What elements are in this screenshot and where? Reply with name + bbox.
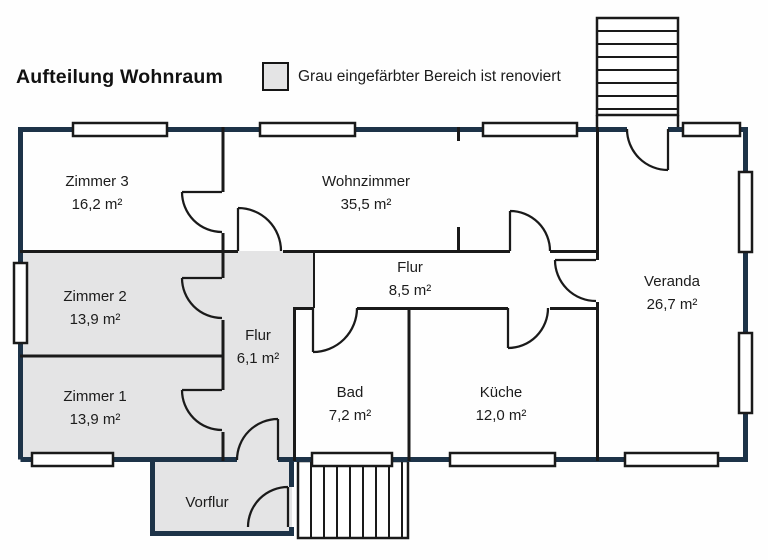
window-wohnzimmer-top-2	[481, 121, 579, 138]
door-flur-vorflur	[235, 417, 280, 461]
room-name: Zimmer 2	[63, 288, 127, 305]
door-zimmer2	[180, 276, 223, 320]
door-wohnzimmer-ost	[508, 209, 552, 252]
window-zimmer3-top	[71, 121, 169, 138]
legend-label: Grau eingefärbter Bereich ist renoviert	[298, 67, 561, 85]
room-area: 6,1 m²	[236, 350, 280, 367]
room-area: 13,9 m²	[69, 311, 121, 328]
room-label-zimmer-2: Zimmer 2 13,9 m²	[63, 285, 126, 331]
room-name: Bad	[336, 384, 364, 401]
stairs-bottom	[296, 459, 410, 540]
room-area: 26,7 m²	[646, 296, 698, 313]
stairs-bottom-outline	[296, 459, 410, 540]
room-label-flur-klein: Flur 6,1 m²	[237, 324, 280, 370]
door-veranda-eingang	[625, 128, 670, 172]
room-label-kueche: Küche 12,0 m²	[476, 381, 527, 427]
window-wohnzimmer-top-1	[258, 121, 357, 138]
door-zimmer3	[180, 190, 223, 234]
room-name: Vorflur	[185, 494, 229, 511]
renovated-flur-upper	[223, 251, 314, 308]
door-bad	[311, 307, 359, 354]
room-label-zimmer-1: Zimmer 1 13,9 m²	[63, 385, 126, 431]
stairs-bottom-landing	[310, 451, 394, 468]
window-zimmer2-left	[12, 261, 29, 345]
room-label-flur-gross: Flur 8,5 m²	[389, 256, 432, 302]
door-veranda-flur	[553, 258, 597, 303]
renovated-flur-lower	[223, 308, 294, 461]
window-veranda-right-2	[737, 331, 754, 415]
window-veranda-bottom	[623, 451, 720, 468]
room-label-vorflur: Vorflur	[185, 491, 228, 514]
room-label-wohnzimmer: Wohnzimmer 35,5 m²	[322, 170, 410, 216]
door-kueche	[506, 307, 550, 350]
room-name: Zimmer 3	[65, 173, 129, 190]
inner-wall-segments	[20, 127, 599, 461]
outer-wall-vorflur	[150, 457, 294, 536]
room-name: Flur	[245, 327, 271, 344]
room-area: 13,9 m²	[69, 411, 121, 428]
room-area: 8,5 m²	[388, 282, 432, 299]
legend: Grau eingefärbter Bereich ist renoviert	[262, 62, 561, 91]
room-area: 16,2 m²	[71, 196, 123, 213]
door-zimmer1	[180, 388, 223, 432]
room-label-zimmer-3: Zimmer 3 16,2 m²	[65, 170, 128, 216]
stairs-top-outline	[595, 16, 680, 117]
stairs-bottom-steps	[310, 461, 403, 538]
room-label-veranda: Veranda 26,7 m²	[644, 270, 700, 316]
doors	[180, 128, 670, 528]
room-name: Küche	[479, 384, 523, 401]
window-kueche-bottom	[448, 451, 557, 468]
legend-renovated-swatch	[262, 62, 289, 91]
stairs-top	[595, 16, 680, 128]
room-area: 7,2 m²	[328, 407, 372, 424]
room-name: Veranda	[644, 273, 700, 290]
inner-walls	[20, 127, 599, 461]
room-name: Zimmer 1	[63, 388, 127, 405]
stairs-top-steps	[597, 30, 678, 110]
room-name: Flur	[397, 259, 423, 276]
page-title: Aufteilung Wohnraum	[16, 66, 224, 88]
room-area: 12,0 m²	[475, 407, 527, 424]
window-veranda-right-1	[737, 170, 754, 254]
door-vorflur-eingang	[246, 485, 290, 528]
windows	[12, 121, 754, 468]
room-name: Wohnzimmer	[321, 173, 411, 190]
door-wohnzimmer-west	[236, 206, 283, 252]
room-area: 35,5 m²	[340, 196, 392, 213]
window-zimmer1-bottom	[30, 451, 115, 468]
room-label-bad: Bad 7,2 m²	[329, 381, 372, 427]
window-veranda-top	[681, 121, 742, 138]
stairs-top-rails	[595, 115, 680, 128]
renovated-vorflur	[152, 460, 292, 536]
